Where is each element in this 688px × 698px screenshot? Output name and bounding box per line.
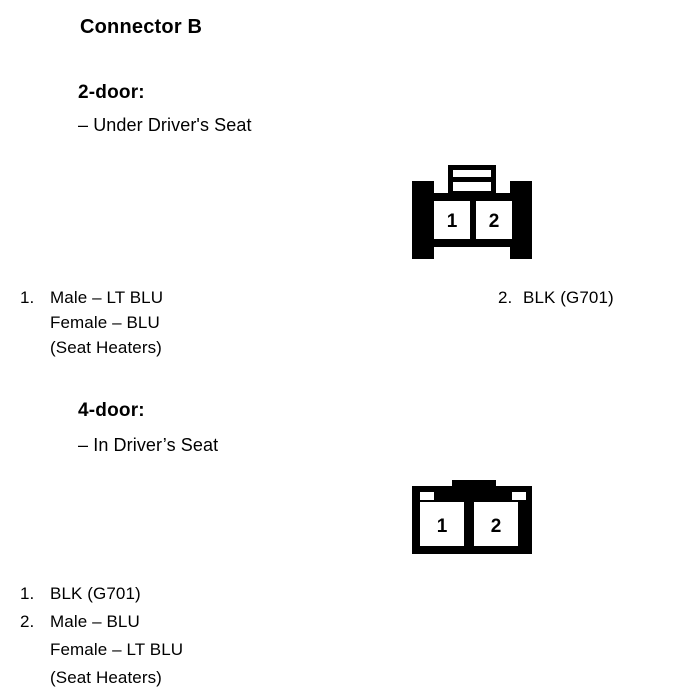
connector-diagram-2-door: 1 2 <box>408 163 540 265</box>
section-heading-2-door: 2-door: <box>78 82 145 103</box>
cavity-label-1: 1 <box>447 211 458 232</box>
legend-text: (Seat Heaters) <box>50 338 162 357</box>
page-title: Connector B <box>80 16 203 38</box>
legend-text: BLK (G701) <box>523 288 614 307</box>
legend-text: Female – LT BLU <box>50 640 184 659</box>
connector-svg-winged: 1 2 <box>412 165 532 259</box>
legend-number: 2. <box>20 612 35 631</box>
legend-number: 1. <box>20 288 35 307</box>
cavity-label-2: 2 <box>489 211 500 232</box>
legend-text: Male – LT BLU <box>50 288 164 307</box>
legend-text: Female – BLU <box>50 313 160 332</box>
section-location-4-door: – In Driver’s Seat <box>78 435 219 455</box>
legend-text: (Seat Heaters) <box>50 668 162 687</box>
connector-diagram-4-door: 1 2 <box>408 478 538 560</box>
cavity-label-2: 2 <box>491 516 502 537</box>
legend-number: 1. <box>20 584 35 603</box>
connector-svg-boxed: 1 2 <box>412 480 532 554</box>
legend-text: Male – BLU <box>50 612 140 631</box>
section-heading-4-door: 4-door: <box>78 400 145 421</box>
legend-number: 2. <box>498 288 513 307</box>
legend-text: BLK (G701) <box>50 584 141 603</box>
cavity-label-1: 1 <box>437 516 448 537</box>
section-location-2-door: – Under Driver's Seat <box>78 115 252 135</box>
